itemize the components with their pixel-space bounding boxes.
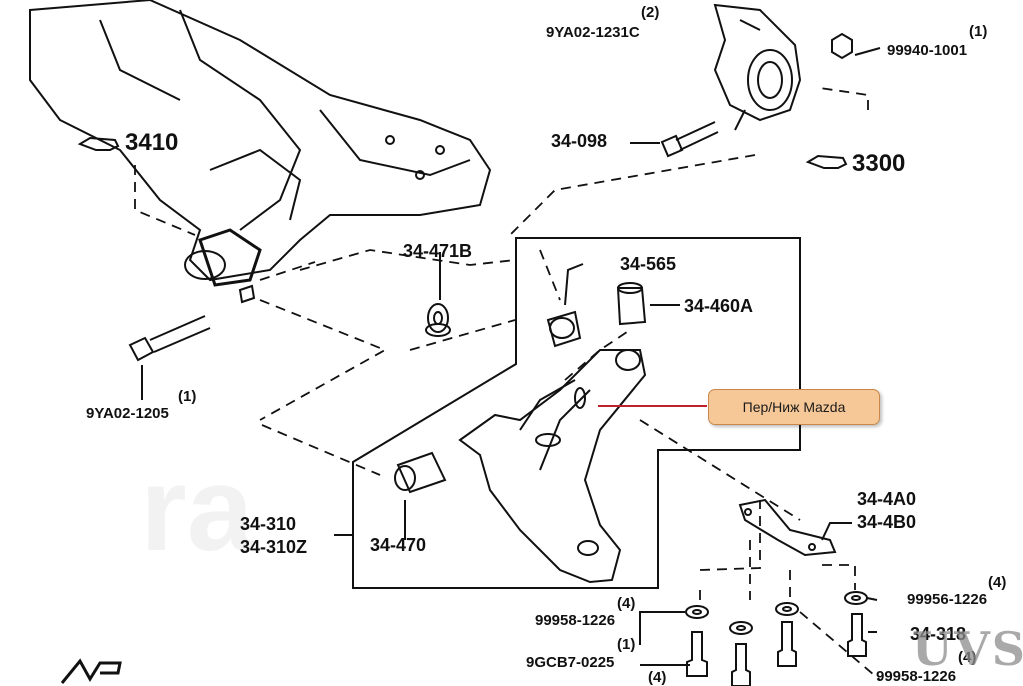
part-9ya02-1231c: 9YA02-1231C <box>546 24 640 41</box>
ref-3410-label: 3410 <box>125 129 179 156</box>
part-99956-1226: 99956-1226 <box>907 591 988 608</box>
brand-logo <box>60 658 122 684</box>
bushing-470-drawing <box>394 451 447 494</box>
qty-99956-1226: (4) <box>988 574 1007 591</box>
part-34-310z: 34-310Z <box>240 537 308 557</box>
part-34-318: 34-318 <box>910 624 967 644</box>
small-bolt-drawings <box>686 613 867 686</box>
callout-note: Пер/Ниж Mazda <box>708 389 880 425</box>
part-9ya02-1205: 9YA02-1205 <box>86 405 169 422</box>
qty-9ya02-1205: (1) <box>178 388 197 405</box>
qty-34-318: (4) <box>958 649 977 666</box>
bushing-565-drawing <box>546 310 582 348</box>
part-34-310: 34-310 <box>240 514 297 534</box>
part-34-4b0: 34-4B0 <box>857 512 917 532</box>
part-34-471b: 34-471B <box>403 241 473 261</box>
part-34-460a: 34-460A <box>684 296 754 316</box>
bushing-471b-drawing <box>425 303 451 337</box>
qty-9gcb7-0225: (1) <box>617 636 636 653</box>
uvs-watermark: UVS <box>912 622 1023 676</box>
part-99940-1001: 99940-1001 <box>887 42 968 59</box>
qty-9ya02-1231c: (2) <box>641 4 660 21</box>
bushing-460a-drawing <box>616 282 647 326</box>
qty-99940-1001: (1) <box>969 23 988 40</box>
long-bolt-drawing <box>128 284 256 362</box>
assembly-box <box>352 237 801 589</box>
part-9gcb7-0225: 9GCB7-0225 <box>526 654 615 671</box>
bolt-drawing <box>660 121 719 158</box>
part-34-565: 34-565 <box>620 254 677 274</box>
part-34-4a0: 34-4A0 <box>857 489 917 509</box>
steering-knuckle-drawing <box>713 3 802 131</box>
qty-99958-1226-left: (4) <box>617 595 636 612</box>
bracket-drawing <box>738 498 837 557</box>
washer-drawings <box>685 591 868 635</box>
part-99958-1226-left: 99958-1226 <box>535 612 616 629</box>
background-watermark: ra <box>140 442 254 576</box>
qty-bottom-washer: (4) <box>648 669 667 686</box>
nut-drawing <box>831 32 853 60</box>
part-34-470: 34-470 <box>370 535 427 555</box>
hand-pointer-icons <box>77 136 848 169</box>
lower-control-arm-drawing <box>458 349 647 584</box>
subframe-drawing <box>29 0 492 287</box>
part-99958-1226-right: 99958-1226 <box>876 668 957 685</box>
ref-3300-label: 3300 <box>852 150 906 177</box>
part-34-098: 34-098 <box>551 131 608 151</box>
